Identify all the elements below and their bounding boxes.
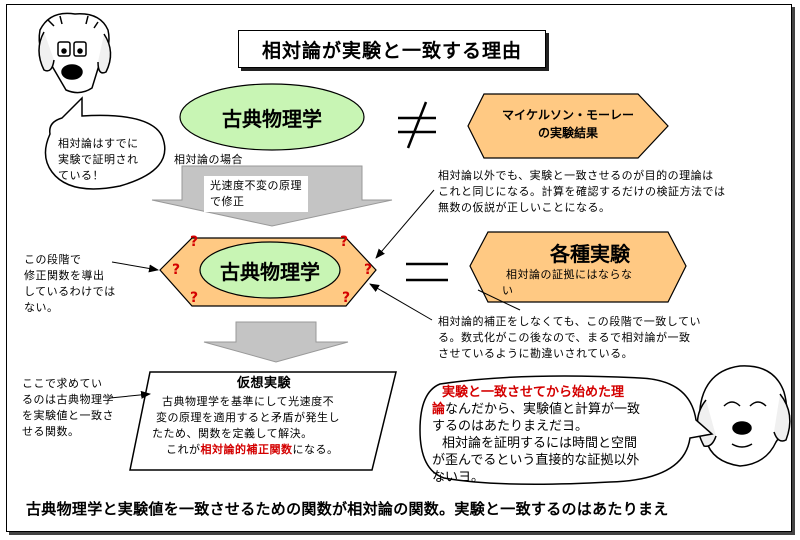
bubble-left-line2: 実験で証明され: [58, 153, 139, 166]
hypothesis-line1: 古典物理学を基準にして光速度不: [162, 395, 335, 408]
equal-icon: [406, 262, 448, 282]
note-mid-right-line3: させているように勘違いされている。: [438, 347, 634, 360]
arrow-note2-to-hexagon: [369, 283, 433, 321]
arrow-label-bg: [204, 176, 308, 212]
arrow-label-line2: で修正: [210, 195, 245, 208]
bubble-right-line2-red: 論: [432, 402, 446, 417]
experiments-hexagon: [469, 231, 687, 303]
hypothesis-text: 仮想実験 古典物理学を基準にして光速度不 変の原理を適用すると矛盾が発生し たた…: [148, 376, 380, 458]
question-mark: ?: [364, 262, 373, 278]
bubble-left-text: 相対論はすでに 実験で証明され ている！: [58, 136, 162, 184]
hypothesis-line3: たため、関数を定義して解決。: [152, 427, 313, 440]
left-note2-line3: を実験値と一致さ: [22, 409, 114, 422]
question-mark: ?: [340, 234, 349, 250]
top-ellipse-shape: [179, 83, 365, 151]
question-mark: ?: [190, 290, 199, 306]
bottom-summary: 古典物理学と実験値を一致させるための関数が相対論の関数。実験と一致するのはあたり…: [26, 500, 669, 518]
bubble-right-line5: が歪んでるという直接的な証拠以外: [432, 453, 640, 468]
michelson-hexagon: [467, 93, 669, 159]
bubble-left-line3: ている！: [58, 169, 104, 182]
left-note-line1: この段階で: [24, 253, 82, 266]
experiments-title: 各種実験: [550, 242, 630, 266]
hypothesis-line4-red: 相対論的補正関数: [200, 443, 293, 456]
connector-experiments: [477, 289, 521, 311]
note-mid-right-line2: る。数式化がこの後なので、まるで相対論が一致: [438, 331, 691, 344]
dog-right-icon: [696, 365, 791, 467]
hypothesis-box: [129, 371, 397, 471]
note-top-right: 相対論以外でも、実験と一致させるのが目的の理論は これと同じになる。計算を確認す…: [438, 168, 788, 216]
hypothesis-line4-pre: これが: [166, 443, 201, 456]
note-top-right-line1: 相対論以外でも、実験と一致させるのが目的の理論は: [438, 169, 714, 182]
relativity-case-label: 相対論の場合: [174, 153, 243, 166]
top-ellipse-label: 古典物理学: [222, 106, 322, 131]
speech-bubble-right: [419, 375, 714, 485]
note-mid-right: 相対論的補正をしなくても、この段階で一致してい る。数式化がこの後なので、まるで…: [438, 314, 788, 362]
left-note2: ここで求めてい るのは古典物理学 を実験値と一致さ せる関数。: [22, 376, 134, 440]
middle-ellipse-shape: [199, 241, 341, 299]
not-equal-icon: [398, 101, 436, 149]
left-note2-line4: せる関数。: [22, 425, 80, 438]
michelson-line1: マイケルソン・モーレー: [501, 108, 634, 122]
arrow-note-to-hexagon: [375, 189, 435, 259]
note-mid-right-line1: 相対論的補正をしなくても、この段階で一致してい: [438, 315, 701, 328]
arrow-label: 光速度不変の原理 で修正: [210, 178, 310, 210]
dog-left-icon: [38, 12, 112, 94]
experiments-sub1: 相対論の証拠にはならな: [506, 268, 633, 281]
hypothesis-line2: 変の原理を適用すると矛盾が発生し: [156, 411, 340, 424]
outer-frame: [6, 4, 792, 532]
bubble-right-line3: するのはあたりまえだヨ。: [432, 419, 589, 434]
left-note: この段階で 修正関数を導出 しているわけでは ない。: [24, 252, 134, 316]
bubble-right-text: 実験と一致させてから始めた理 論なんだから、実験値と計算が一致 するのはあたりま…: [432, 384, 692, 486]
question-mark: ?: [342, 290, 351, 306]
question-mark: ?: [172, 262, 181, 278]
page-title: 相対論が実験と一致する理由: [238, 30, 546, 68]
hex-ellipse-label: 古典物理学: [220, 259, 320, 284]
left-note2-line1: ここで求めてい: [22, 377, 103, 390]
michelson-label: マイケルソン・モーレー の実験結果: [478, 106, 658, 142]
arrow-label-line1: 光速度不変の原理: [210, 179, 302, 192]
experiments-label: 各種実験 相対論の証拠にはならな い: [500, 238, 670, 299]
bubble-right-line6: ないヨ。: [432, 470, 485, 485]
bubble-left-line1: 相対論はすでに: [58, 137, 139, 150]
bubble-right-line4: 相対論を証明するには時間と空間: [442, 436, 638, 451]
hypothesis-line4-post: になる。: [292, 443, 339, 456]
arrow-leftnote2-to-box: [109, 390, 151, 399]
block-arrow-bottom: [203, 321, 349, 363]
bubble-right-line1: 実験と一致させてから始めた理: [442, 385, 625, 400]
speech-bubble-left: [44, 96, 166, 190]
left-note-line2: 修正関数を導出: [24, 269, 105, 282]
michelson-line2: の実験結果: [537, 126, 598, 140]
left-note-line3: しているわけでは: [24, 285, 116, 298]
hypothesis-title: 仮想実験: [236, 376, 291, 391]
note-top-right-line2: これと同じになる。計算を確認するだけの検証方法では: [438, 185, 726, 198]
left-note-line4: ない。: [24, 301, 59, 314]
experiments-sub2: い: [502, 284, 514, 297]
question-mark: ?: [190, 234, 199, 250]
note-top-right-line3: 無数の仮説が正しいことになる。: [438, 201, 611, 214]
left-note2-line2: るのは古典物理学: [22, 393, 114, 406]
hypothesis-line4: これが相対論的補正関数になる。: [148, 442, 380, 458]
bubble-right-line2-post: なんだから、実験値と計算が一致: [445, 402, 641, 417]
arrow-leftnote-to-hexagon: [111, 261, 159, 273]
